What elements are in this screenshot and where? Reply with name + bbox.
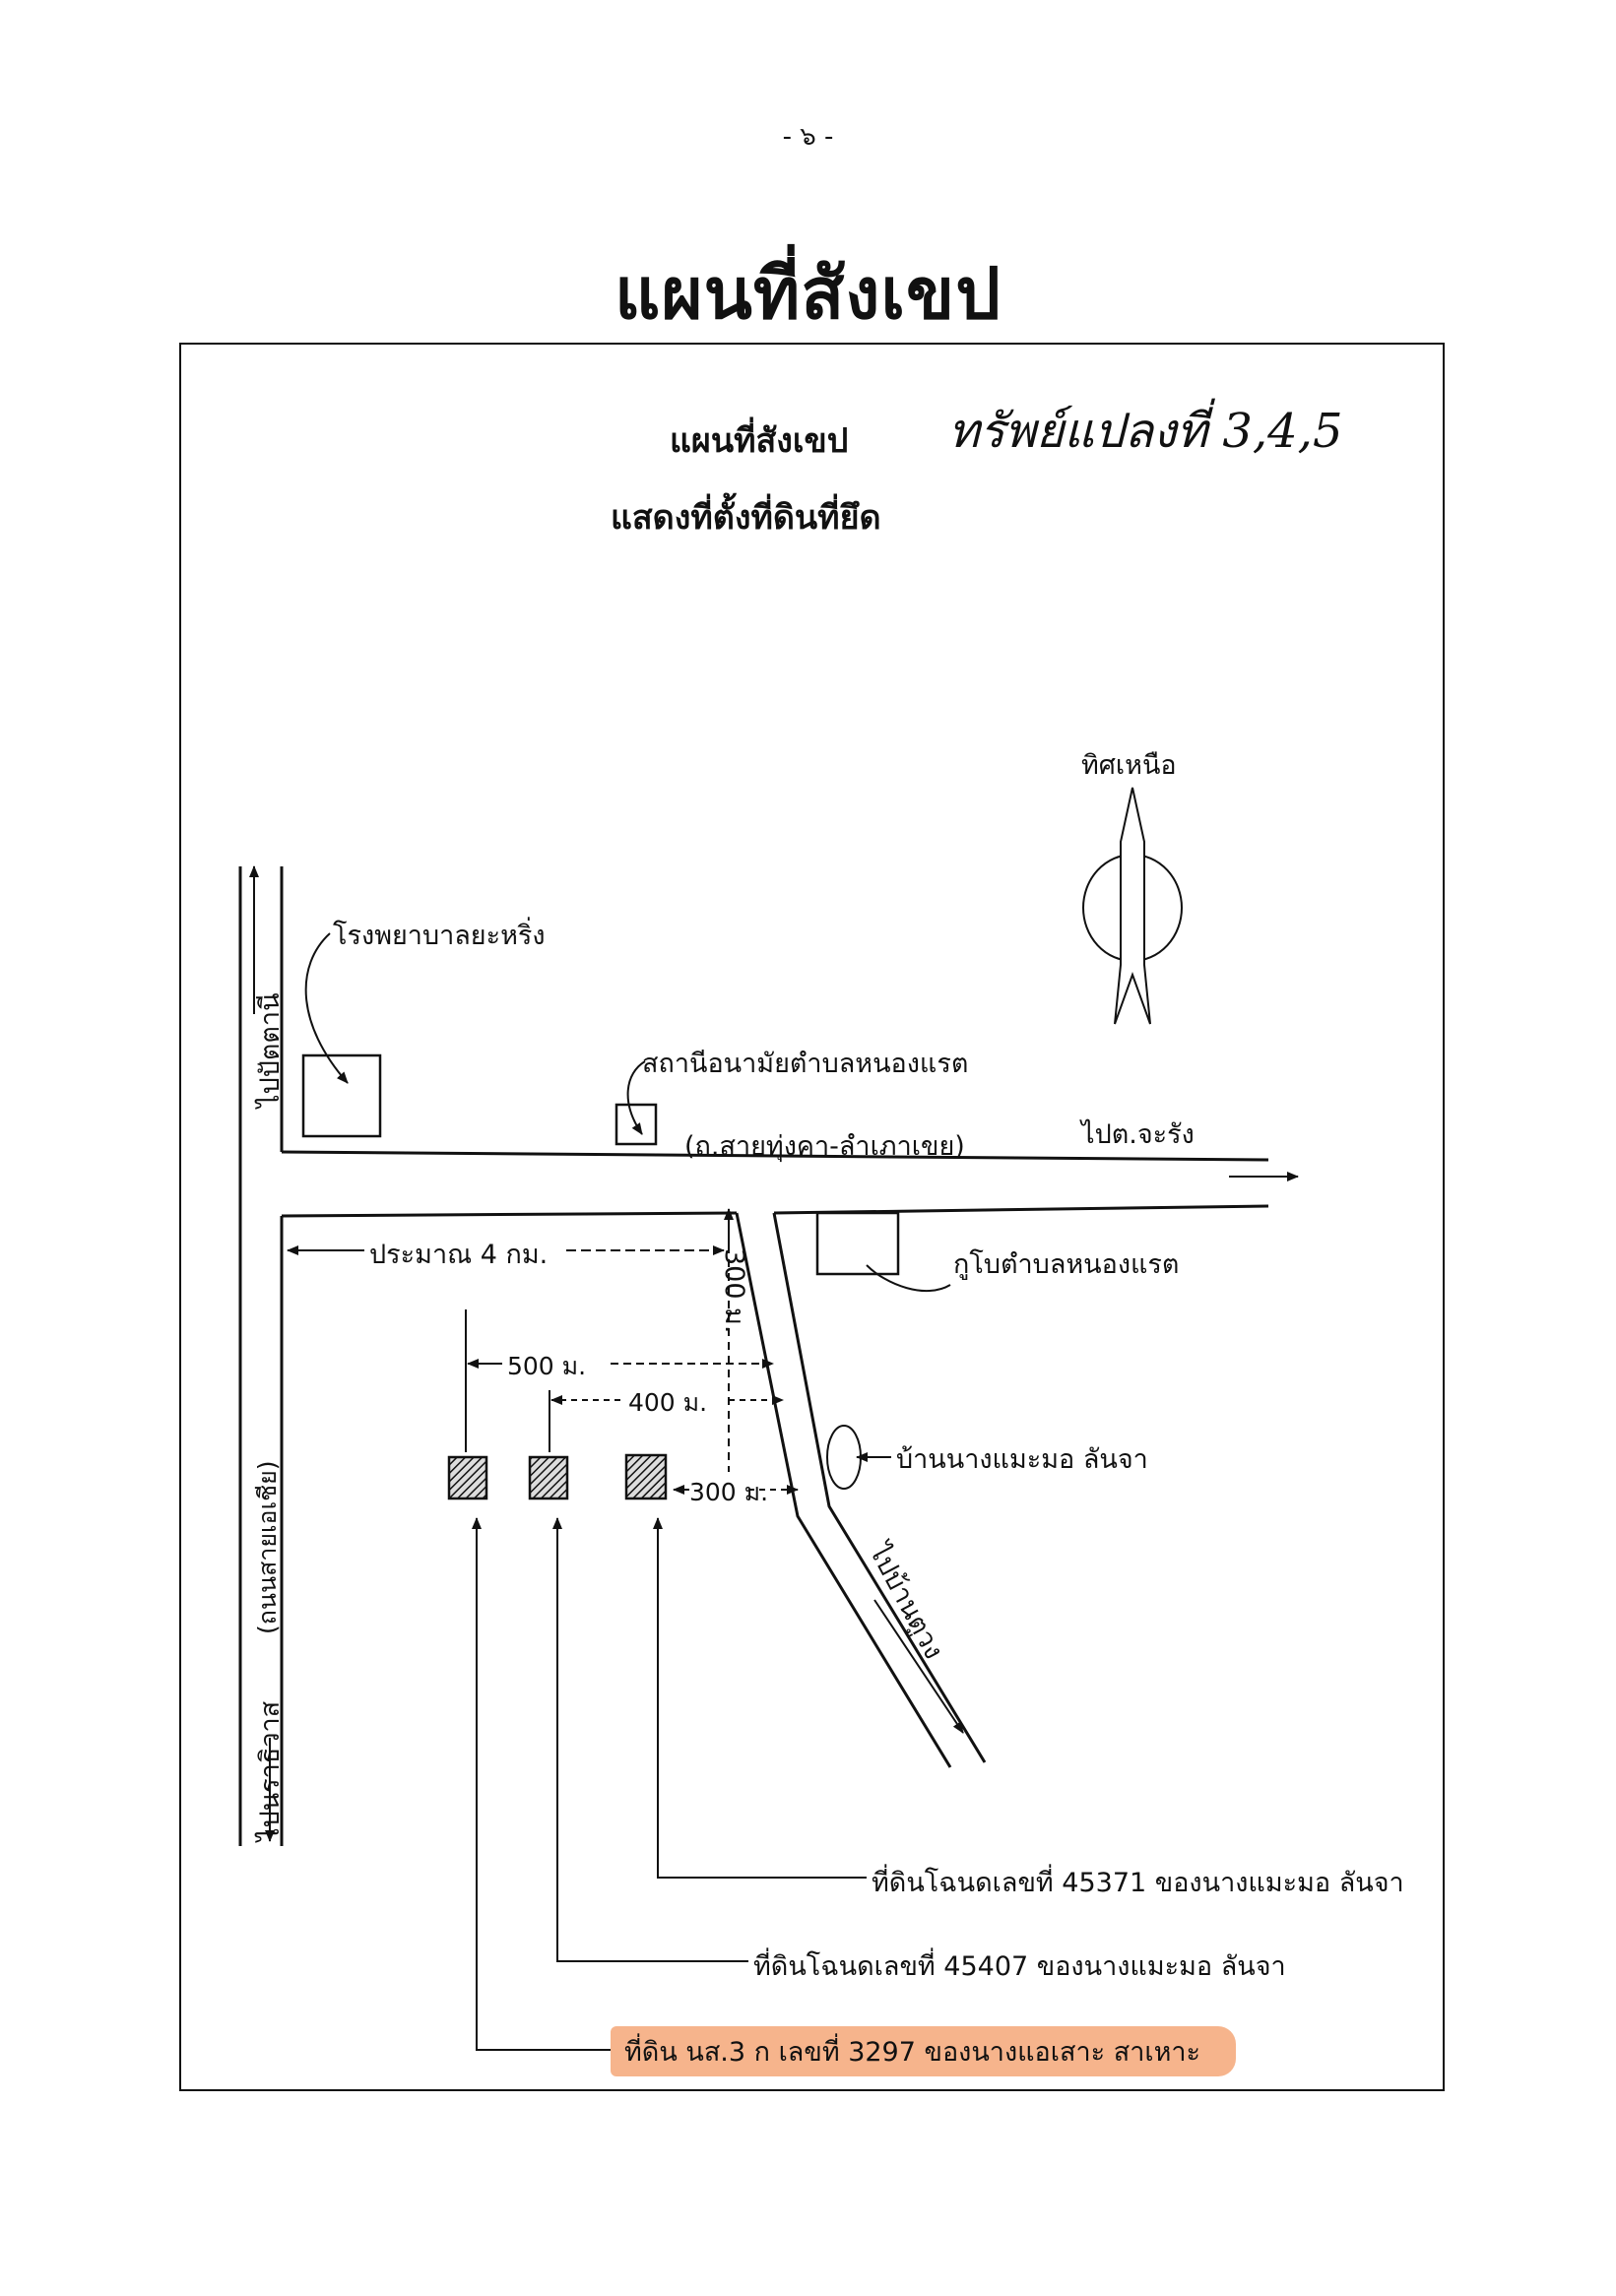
- distance-500-label: 500 ม.: [507, 1352, 587, 1380]
- vertical-road-label: (ถนนสายเอเชีย): [253, 1460, 282, 1635]
- hospital-building: [301, 1053, 382, 1138]
- house-marker: [826, 1425, 862, 1490]
- side-road: [735, 1212, 987, 1768]
- health-station-building: [614, 1103, 658, 1146]
- main-road-label: (ถ.สายทุ่งคา-ลำเภาเขย): [684, 1131, 965, 1162]
- distance-300-vertical-label: 300 ม.: [719, 1248, 749, 1334]
- mosque-building: [815, 1211, 900, 1276]
- to-pattani-label: ไปปัตตานี: [255, 992, 286, 1108]
- mosque-pointer: [866, 1264, 951, 1293]
- map-title: แผนที่สังเขป: [670, 421, 849, 461]
- distance-300-horizontal-label: 300 ม.: [689, 1478, 769, 1506]
- parcel-label-45371: ที่ดินโฉนดเลขที่ 45371 ของนางแมะมอ ลันจา: [872, 1868, 1404, 1898]
- map-subtitle: แสดงที่ตั้งที่ดินที่ยึด: [611, 498, 881, 538]
- parcel-45371: [624, 1453, 668, 1500]
- arrow-to-ban-uang: [873, 1599, 964, 1734]
- parcel-3297: [447, 1455, 488, 1500]
- vertical-road: [238, 866, 284, 1846]
- hospital-pointer: [304, 932, 349, 1084]
- handwritten-note: ทรัพย์แปลงที่ 3,4,5: [948, 404, 1343, 459]
- leader-3297: [472, 1517, 615, 2051]
- leader-45371: [653, 1517, 867, 1879]
- parcel-45407: [528, 1455, 569, 1500]
- parcel-label-45407: ที่ดินโฉนดเลขที่ 45407 ของนางแมะมอ ลันจา: [753, 1951, 1286, 1982]
- north-label: ทิศเหนือ: [1081, 750, 1177, 781]
- to-jarung-label: ไปต.จะรัง: [1081, 1119, 1195, 1150]
- house-label: บ้านนางแมะมอ ลันจา: [896, 1444, 1148, 1475]
- distance-4km-label: ประมาณ 4 กม.: [369, 1240, 549, 1270]
- to-narathiwat-label: ไปนราธิวาส: [255, 1700, 286, 1841]
- page-number: - ๖ -: [782, 122, 834, 152]
- distance-400-label: 400 ม.: [628, 1388, 708, 1417]
- hospital-label: โรงพยาบาลยะหริ่ง: [333, 921, 546, 951]
- map-frame: [179, 343, 1445, 2091]
- health-station-pointer: [626, 1060, 646, 1135]
- north-arrow-icon: [1082, 787, 1183, 1025]
- leader-45407: [552, 1517, 748, 1962]
- page-title: แผนที่สังเขป: [614, 252, 1002, 335]
- health-station-label: สถานีอนามัยตำบลหนองแรต: [642, 1049, 969, 1079]
- mosque-label: กูโบตำบลหนองแรต: [953, 1249, 1180, 1280]
- parcel-label-3297: ที่ดิน นส.3 ก เลขที่ 3297 ของนางแอเสาะ ส…: [611, 2026, 1237, 2076]
